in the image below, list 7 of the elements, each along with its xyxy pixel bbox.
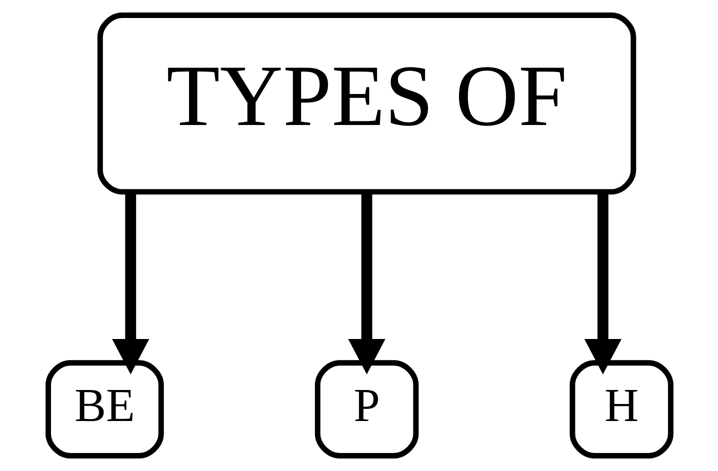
node-box: P [314,360,418,458]
arrow [348,192,385,374]
node-box: H [569,360,673,458]
arrow [584,192,622,374]
arrow [112,192,149,374]
node-box: TYPES OF [96,12,636,195]
node-box: BE [45,360,164,458]
